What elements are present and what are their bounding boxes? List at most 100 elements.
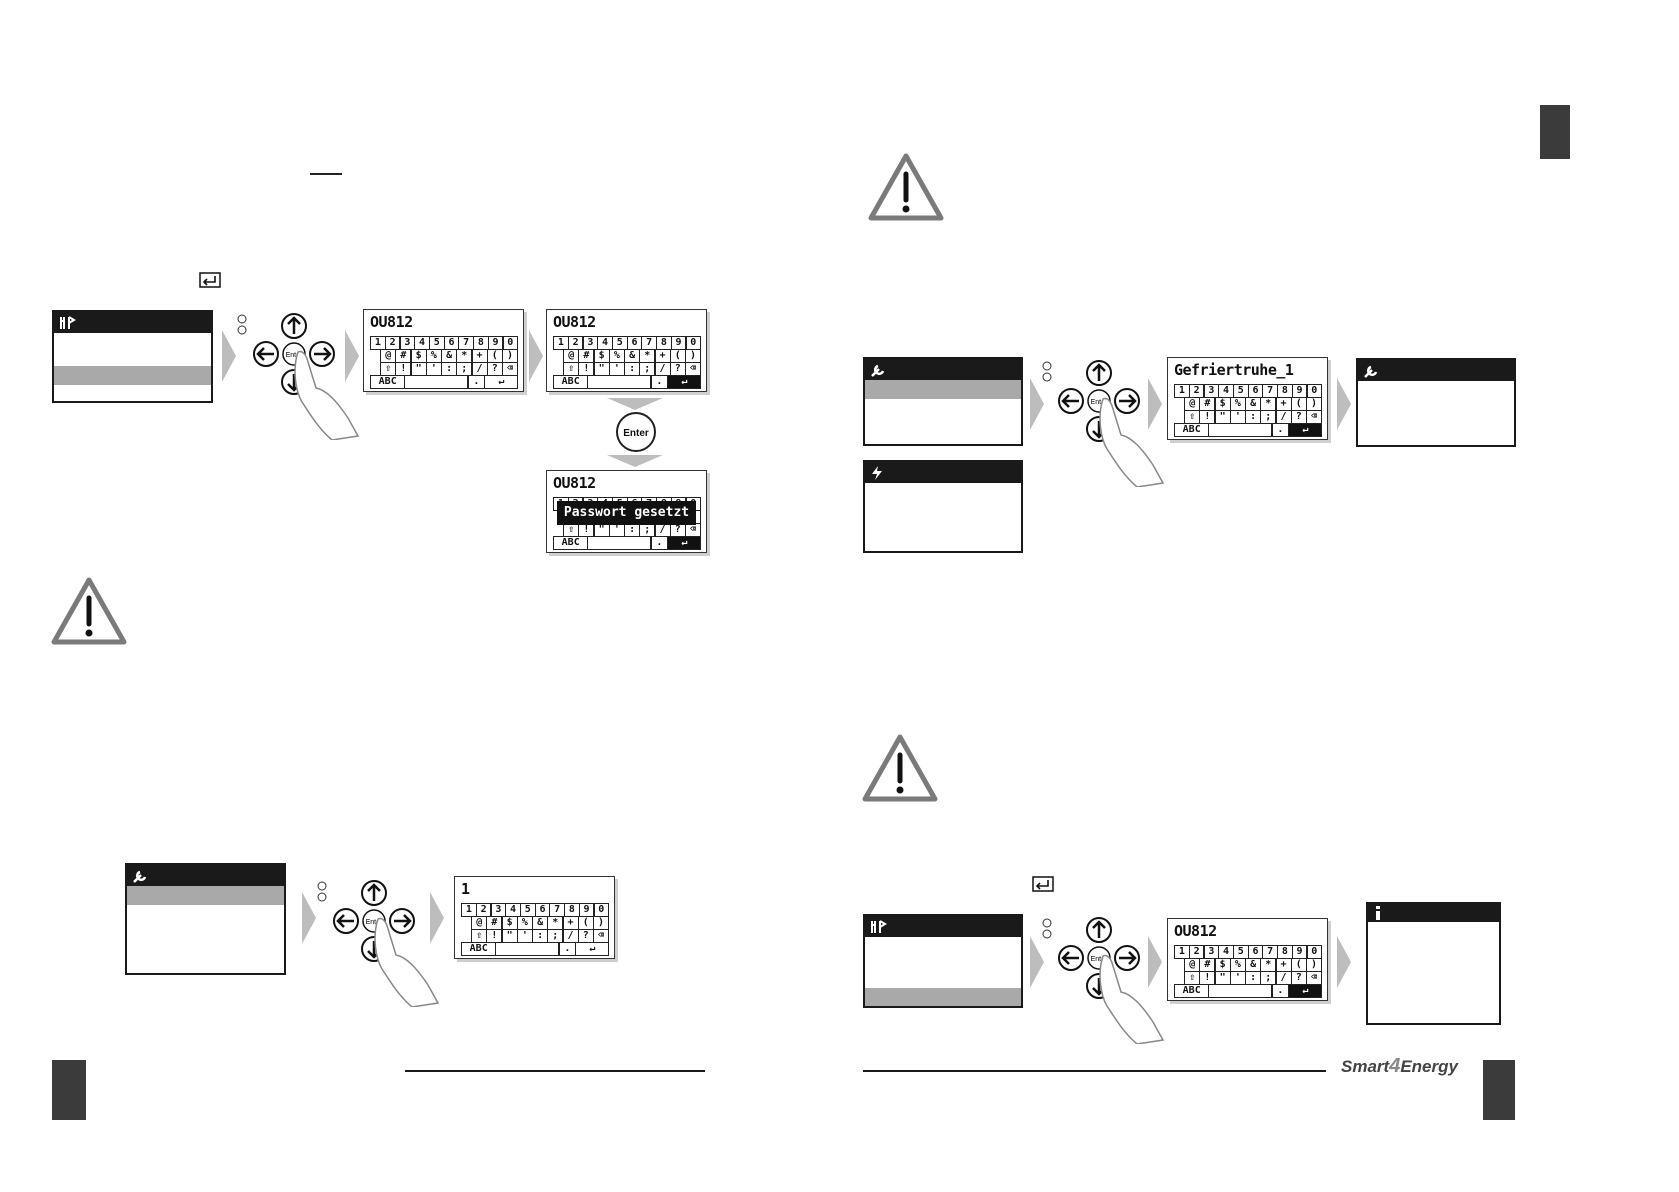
keyboard-row: ⇧!"':;/?⌫ [1174,971,1323,986]
keyboard-row: ABC.↵ [370,375,519,390]
keyboard-row: ABC.↵ [1174,423,1323,438]
keyboard-input-text: OU812 [370,313,413,331]
keyboard-row: @#$%&*+() [553,349,702,364]
space-key[interactable] [495,942,560,957]
keyboard-row: ABC.↵ [553,536,702,551]
warning-icon [51,577,127,645]
dot-key[interactable]: . [650,375,669,390]
direction-pad-icon[interactable]: Enter [1041,914,1181,1044]
password-set-popup: Passwort gesetzt [557,501,696,525]
enter-key[interactable]: ↵ [1288,984,1323,999]
keyboard-input-text: OU812 [553,313,596,331]
brand-logo: Smart4Energy [1341,1055,1458,1077]
keyboard-input-text: OU812 [553,474,596,492]
keyboard-row: ABC.↵ [553,375,702,390]
info-screen [1366,902,1501,1025]
step-arrow [1337,378,1351,430]
space-key[interactable] [1208,984,1273,999]
keyboard-input-text: Gefriertruhe_1 [1174,361,1294,379]
warning-icon [862,734,938,802]
menu-highlight-row[interactable] [54,366,211,385]
keyboard-row: ⇧!"':;/?⌫ [553,362,702,377]
abc-key[interactable]: ABC [1174,984,1210,999]
keyboard-row: @#$%&*+() [1174,397,1323,412]
enter-key[interactable]: ↵ [667,375,702,390]
hand-pointer-icon [374,917,440,1007]
dot-key[interactable]: . [558,942,577,957]
down-arrow [607,455,663,467]
enter-button[interactable]: Enter [616,412,656,452]
svg-text:Enter: Enter [1091,956,1108,963]
keyboard-row: ⇧!"':;/?⌫ [370,362,519,377]
tools-icon [871,919,887,933]
space-key[interactable] [404,375,469,390]
keyboard-row: @#$%&*+() [461,916,610,931]
menu-highlight-row[interactable] [865,988,1021,1006]
step-arrow [1337,936,1351,988]
page-tab-left [52,1060,86,1120]
dot-key[interactable]: . [1271,423,1290,438]
hand-pointer-icon [1099,397,1165,487]
keyboard-row: ⇧!"':;/?⌫ [1174,410,1323,425]
menu-highlight-row[interactable] [127,886,284,905]
keyboard-row: @#$%&*+() [370,349,519,364]
abc-key[interactable]: ABC [553,536,589,551]
abc-key[interactable]: ABC [553,375,589,390]
direction-pad-icon[interactable]: Enter [1041,357,1181,487]
enter-key[interactable]: ↵ [575,942,610,957]
step-arrow [302,892,316,944]
direction-pad-icon[interactable]: Enter [316,877,456,1007]
underline-mark [310,173,342,175]
step-arrow [222,330,236,382]
step-arrow [345,330,359,382]
space-key[interactable] [1208,423,1273,438]
keyboard-input-text: 1 [461,880,470,898]
space-key[interactable] [587,375,652,390]
keyboard-row: ABC.↵ [1174,984,1323,999]
abc-key[interactable]: ABC [370,375,406,390]
wrench-menu-screen [863,357,1023,446]
dot-key[interactable]: . [1271,984,1290,999]
dot-key[interactable]: . [650,536,669,551]
dot-key[interactable]: . [467,375,486,390]
keyboard-row: @#$%&*+() [1174,958,1323,973]
return-key-icon [199,272,221,288]
menu-highlight-row[interactable] [865,380,1021,399]
keyboard-input-text: OU812 [1174,922,1217,940]
step-arrow [1030,378,1044,430]
enter-key[interactable]: ↵ [1288,423,1323,438]
hand-pointer-icon [1099,954,1165,1044]
keyboard-row: ABC.↵ [461,942,610,957]
step-arrow [529,330,543,382]
wrench-icon [133,870,147,883]
chapter-tab [1540,105,1570,159]
tools-menu-screen [52,310,213,403]
svg-text:Enter: Enter [286,352,303,359]
abc-key[interactable]: ABC [1174,423,1210,438]
energy-menu-screen [863,460,1023,553]
space-key[interactable] [587,536,652,551]
step-arrow [430,892,444,944]
step-arrow [1148,378,1162,430]
abc-key[interactable]: ABC [461,942,497,957]
lightning-icon [872,465,882,480]
direction-pad-icon[interactable]: Enter [236,310,376,440]
page-tab-right [1483,1060,1515,1120]
tools-icon [60,315,76,329]
step-arrow [1030,936,1044,988]
wrench-menu-screen [1356,358,1516,447]
warning-icon [868,153,944,221]
info-icon [1376,906,1380,920]
wrench-icon [871,364,885,377]
enter-key[interactable]: ↵ [484,375,519,390]
enter-key[interactable]: ↵ [667,536,702,551]
